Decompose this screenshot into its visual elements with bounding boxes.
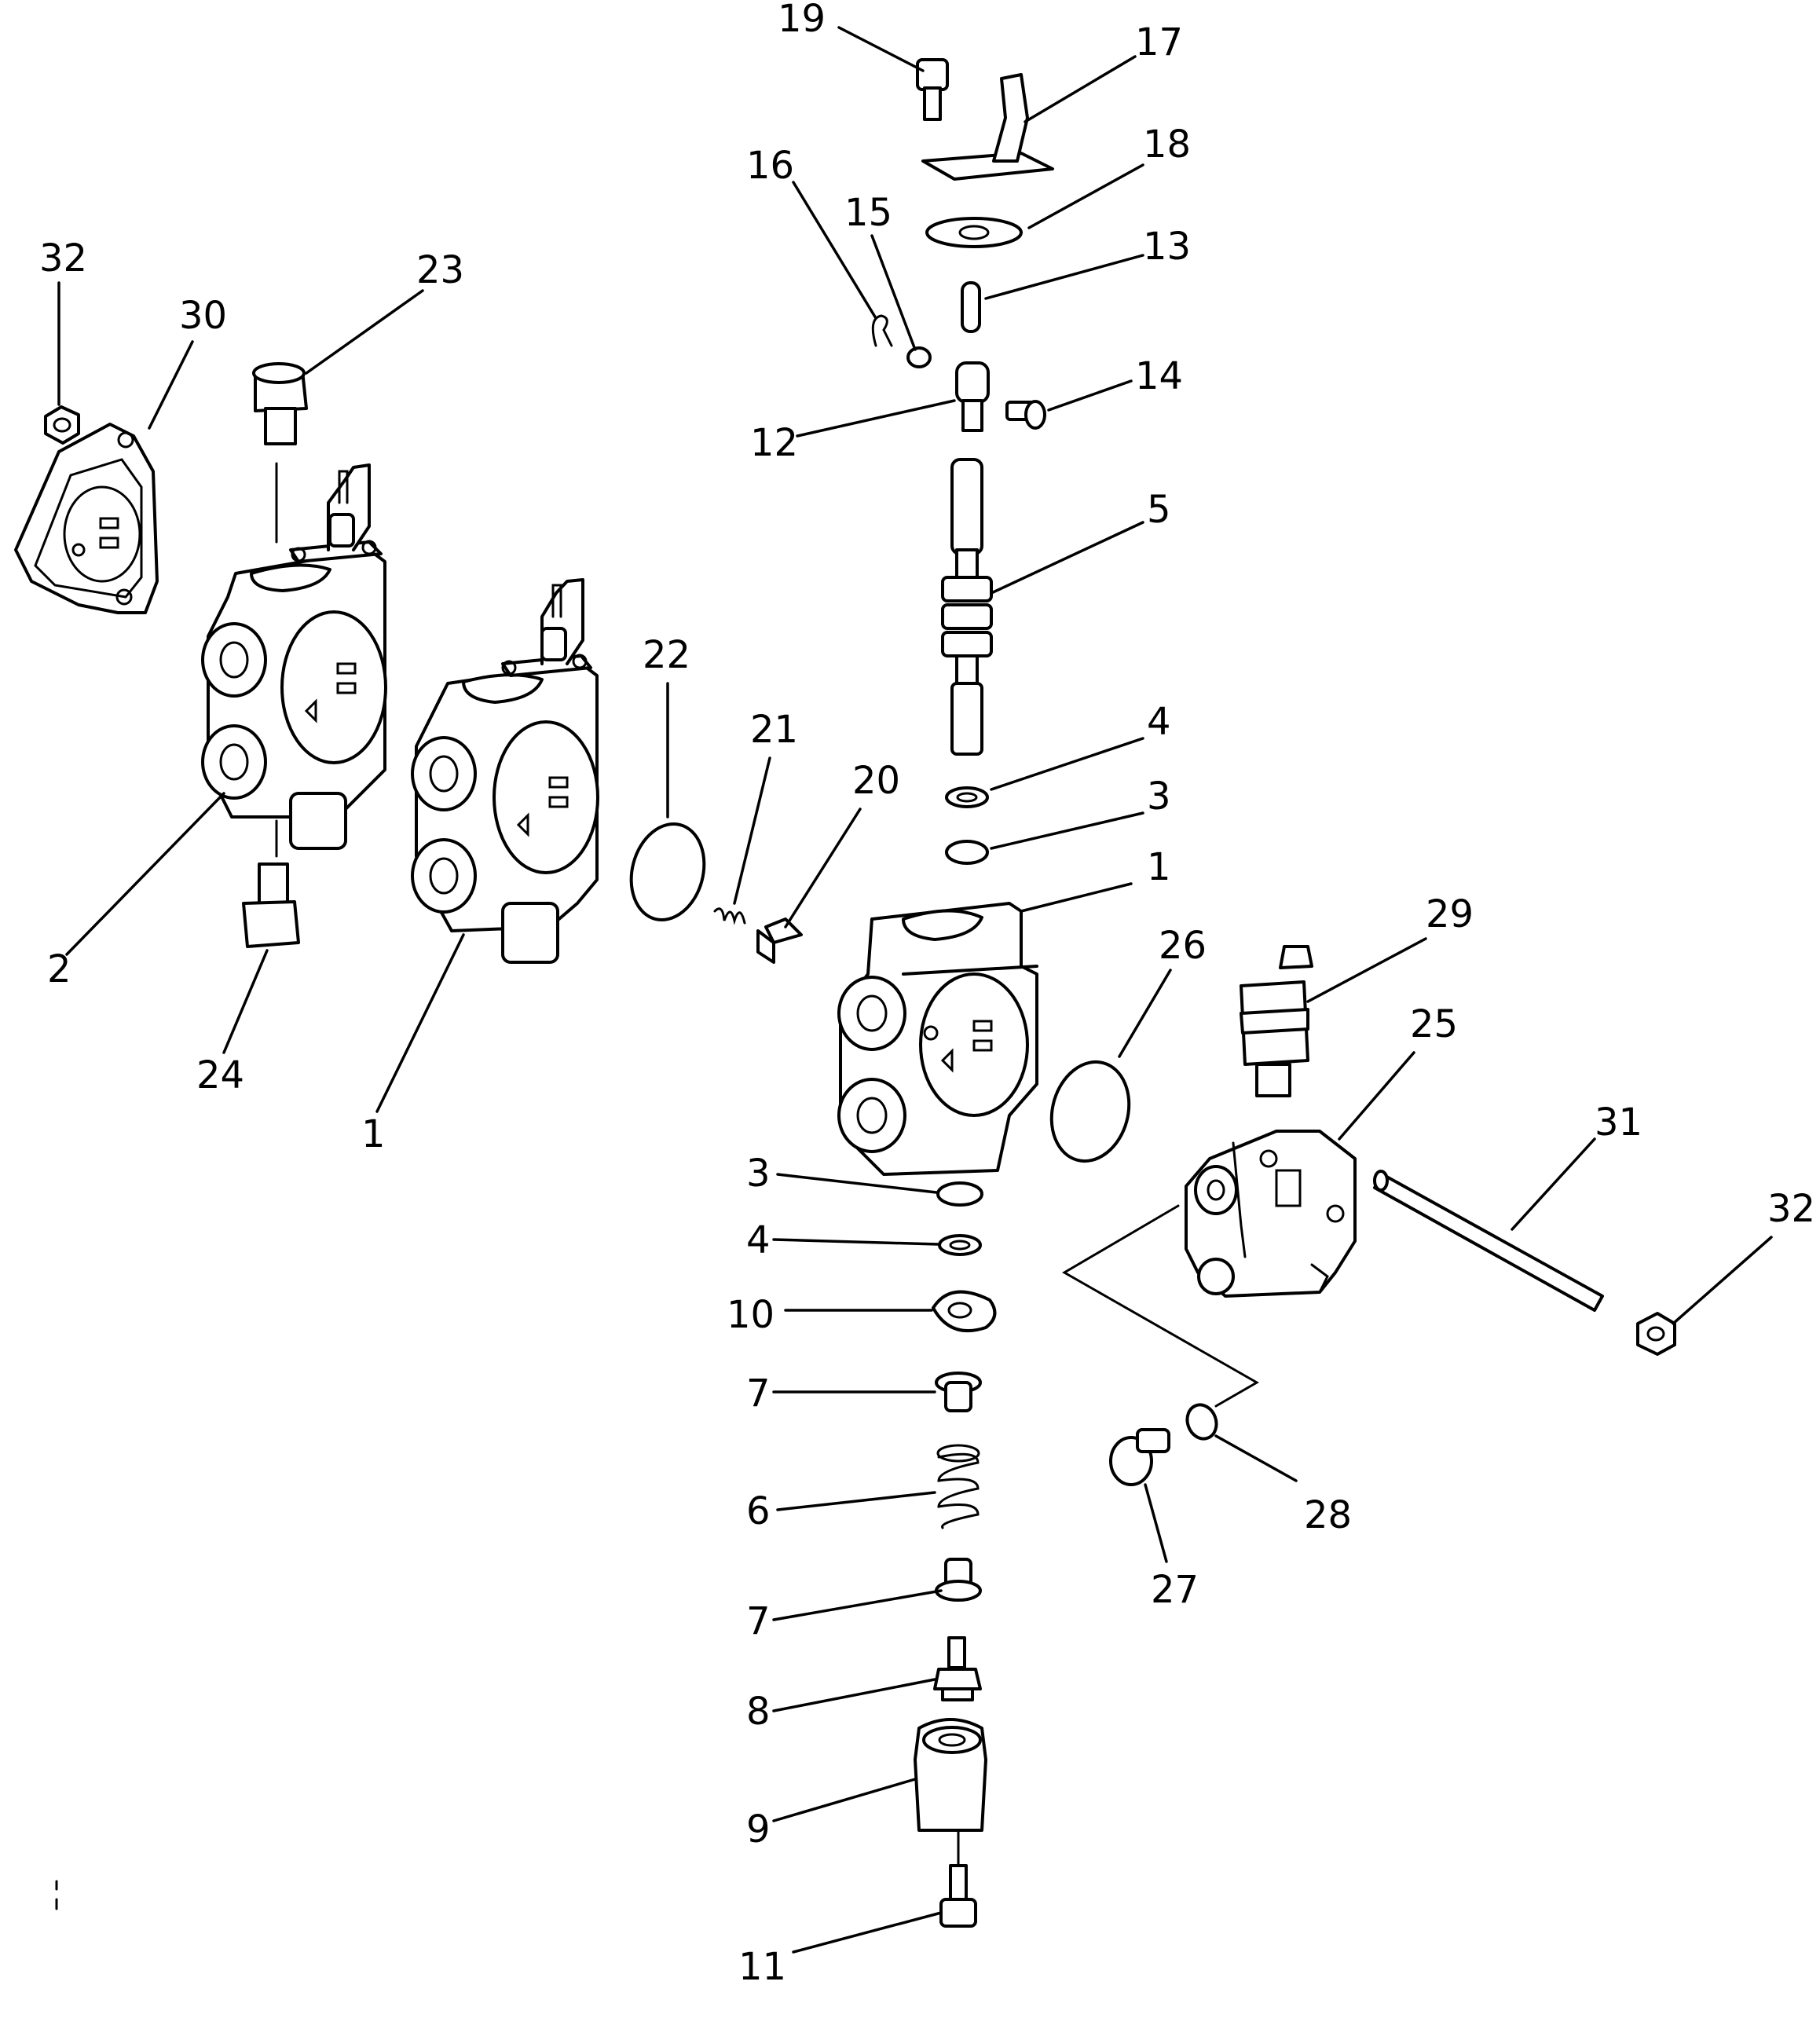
callout-32-left: 32 [39, 236, 87, 280]
part-21-spring [713, 907, 746, 925]
callout-10: 10 [727, 1293, 775, 1337]
callout-11: 11 [738, 1945, 786, 1989]
part-7-seat-lower [935, 1558, 982, 1602]
part-14-pin [1005, 400, 1046, 430]
part-32-nut-left [44, 405, 80, 445]
part-2-valve-body-left [201, 463, 387, 850]
callout-3-lower: 3 [746, 1152, 771, 1196]
callout-31: 31 [1595, 1101, 1642, 1145]
callout-32-right: 32 [1767, 1187, 1815, 1231]
callout-25: 25 [1410, 1002, 1458, 1046]
part-20-check-valve [756, 917, 803, 964]
callout-1-left: 1 [361, 1112, 386, 1156]
part-12-clevis [955, 361, 990, 432]
part-8-valve-poppet [933, 1636, 982, 1701]
callout-6: 6 [746, 1489, 771, 1533]
callout-27: 27 [1151, 1568, 1199, 1612]
part-9-cap [914, 1718, 987, 1832]
part-7-seat-upper [935, 1372, 982, 1412]
callout-5: 5 [1147, 488, 1171, 532]
part-17-lever-bracket [921, 73, 1054, 181]
callout-22: 22 [643, 633, 690, 677]
part-26-oring [1049, 1060, 1131, 1163]
part-18-gasket [925, 217, 1023, 248]
callout-21: 21 [750, 708, 798, 752]
callout-16: 16 [746, 144, 794, 188]
part-30-end-cover [14, 423, 159, 614]
callout-4-upper: 4 [1147, 700, 1171, 744]
callout-4-lower: 4 [746, 1218, 771, 1262]
callout-9: 9 [746, 1807, 771, 1851]
part-15-washer [906, 346, 932, 368]
part-31-tie-rod [1373, 1170, 1604, 1312]
part-1-valve-body-center [837, 902, 1038, 1176]
part-24-fitting [242, 863, 300, 948]
part-13-link [961, 281, 981, 333]
part-3-oring-upper [945, 840, 989, 865]
callout-24: 24 [196, 1053, 244, 1097]
part-4-ring-upper [945, 786, 989, 808]
part-4-ring-lower [938, 1234, 982, 1256]
part-25-inlet-cover [1185, 1130, 1357, 1298]
part-6-spring [936, 1444, 980, 1529]
part-29-relief-valve [1240, 945, 1313, 1097]
callout-30: 30 [179, 294, 227, 338]
callout-7-upper: 7 [746, 1372, 771, 1416]
callout-28: 28 [1304, 1493, 1352, 1537]
callout-labels: 19 17 18 13 16 15 14 12 5 4 3 1 32 30 23… [39, 0, 1815, 1989]
callout-13: 13 [1143, 225, 1191, 269]
part-32-nut-right [1636, 1312, 1676, 1356]
part-16-pin [871, 314, 893, 347]
callout-19: 19 [778, 0, 826, 41]
leader-lines [57, 26, 1773, 1954]
callout-17: 17 [1135, 20, 1183, 64]
callout-23: 23 [416, 248, 464, 292]
part-19-bolt [916, 58, 949, 121]
callout-15: 15 [844, 191, 892, 235]
callout-12: 12 [750, 421, 798, 465]
callout-26: 26 [1159, 924, 1207, 968]
callout-3-upper: 3 [1147, 775, 1171, 819]
callout-29: 29 [1426, 892, 1474, 936]
part-27-plug [1109, 1428, 1170, 1486]
part-1-valve-body-left [411, 578, 599, 964]
callout-1-center: 1 [1147, 845, 1171, 889]
callout-20: 20 [852, 759, 900, 803]
assembly-axis-line [1062, 1204, 1260, 1408]
part-23-fitting [252, 362, 308, 445]
callout-14: 14 [1135, 354, 1183, 398]
part-28-oring [1185, 1403, 1218, 1441]
part-3-oring-lower [936, 1181, 983, 1207]
part-11-bolt [939, 1864, 977, 1928]
part-5-spool [941, 458, 993, 756]
part-10-plate [932, 1290, 997, 1333]
part-22-oring [629, 822, 706, 922]
callout-7-lower: 7 [746, 1599, 771, 1643]
callout-18: 18 [1143, 123, 1191, 167]
callout-2: 2 [47, 947, 71, 991]
callout-8: 8 [746, 1690, 771, 1734]
